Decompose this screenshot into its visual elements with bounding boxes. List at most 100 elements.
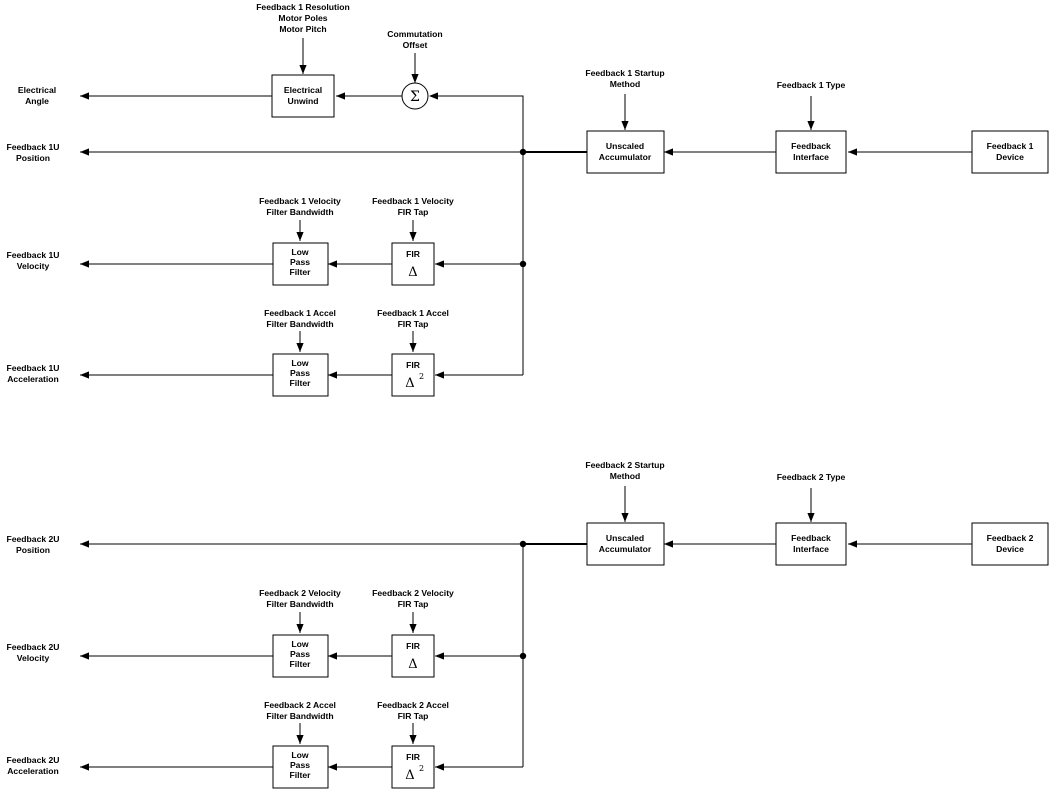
fb2-accel-lpf-label: Low (291, 750, 308, 760)
fb2-vel-bandwidth-label: Feedback 2 Velocity (259, 588, 341, 598)
fb1-accel-delta-symbol: Δ (405, 376, 414, 391)
fb1-accel-delta-squared: 2 (419, 372, 424, 381)
fb1-acceleration-label: Acceleration (7, 374, 59, 384)
fb1-acceleration-label: Feedback 1U (6, 363, 59, 373)
fb1-type-arrowhead (807, 121, 815, 130)
fb2-vel-fir-label: Feedback 2 Velocity (372, 588, 454, 598)
fb1-device-box (971, 130, 1049, 174)
fb2-device-box (971, 522, 1049, 566)
fb2-accel-lpf-box (272, 745, 329, 789)
fb1-accel-output-arrowhead (80, 371, 89, 379)
fb1-position-label: Feedback 1U (6, 142, 59, 152)
fb1-velocity-delta-symbol: Δ (408, 265, 417, 280)
fb2-accel-delta-squared: 2 (419, 764, 424, 773)
fb2-acc-bandwidth-label: Feedback 2 Accel (264, 700, 336, 710)
fb2-acc-fir-label: Feedback 2 Accel (377, 700, 449, 710)
fb1-velocity-fir-label: FIR (406, 249, 421, 259)
fb1-accel-fir-box (391, 353, 435, 397)
fb2-vel-bandwidth-arrowhead (296, 624, 304, 633)
fb2-accel-lpf-label: Pass (290, 760, 310, 770)
fb2-velocity-lpf-label: Low (291, 639, 308, 649)
fb1-velocity-lpf-label: Low (291, 247, 308, 257)
fb2-velocity-delta-symbol: Δ (408, 657, 417, 672)
fb1-acc-bandwidth-label: Filter Bandwidth (266, 319, 333, 329)
fb1-startup-label: Method (610, 79, 641, 89)
fb1-velocity-lpf-label: Filter (289, 267, 311, 277)
fb2-velocity-fir-box (391, 634, 435, 678)
fb1-device-label: Feedback 1 (987, 141, 1034, 151)
fb2-vel-fir-arrowhead (409, 624, 417, 633)
fb1-unwind-params-arrowhead (299, 65, 307, 74)
fb2-device-label: Feedback 2 (987, 533, 1034, 543)
fb2-velocity-fir-label: FIR (406, 641, 421, 651)
fb2-type-label: Feedback 2 Type (777, 472, 846, 482)
fb1-acc-bandwidth-label: Feedback 1 Accel (264, 308, 336, 318)
fb1-sum-input-arrowhead (429, 92, 438, 100)
signal-wires (80, 38, 972, 771)
fb1-electrical-unwind-box (271, 74, 335, 118)
fb1-velocity-lpf-label: Pass (290, 257, 310, 267)
fb1-vel-bandwidth-arrowhead (296, 232, 304, 241)
fb1-accumulator-label: Accumulator (599, 152, 652, 162)
fb2-accumulator-input-arrowhead (664, 540, 673, 548)
fb2-velocity-output-arrowhead (80, 652, 89, 660)
fb1-accel-lpf-label: Pass (290, 368, 310, 378)
fb1-startup-label: Feedback 1 Startup (585, 68, 664, 78)
fb2-position-label: Position (16, 545, 50, 555)
fb1-position-output-arrowhead (80, 148, 89, 156)
fb1-velocity-output-arrowhead (80, 260, 89, 268)
fb1-velocity-fir-box (391, 242, 435, 286)
fb1-type-label: Feedback 1 Type (777, 80, 846, 90)
fb2-position-label: Feedback 2U (6, 534, 59, 544)
fb1-sum-symbol: Σ (410, 89, 420, 105)
fb1-acc-bandwidth-arrowhead (296, 343, 304, 352)
diagram-blocks (271, 74, 1049, 789)
fb2-startup-label: Method (610, 471, 641, 481)
fb1-accel-lpf-box (272, 353, 329, 397)
fb2-startup-label: Feedback 2 Startup (585, 460, 664, 470)
fb1-position-label: Position (16, 153, 50, 163)
fb2-accel-lpf-input-arrowhead (328, 763, 337, 771)
fb2-acceleration-label: Acceleration (7, 766, 59, 776)
fb1-interface-label: Feedback (791, 141, 831, 151)
fb1-accel-lpf-label: Low (291, 358, 308, 368)
fb1-interface-label: Interface (793, 152, 829, 162)
fb1-unwind-params-label: Motor Poles (278, 13, 327, 23)
fb2-device-label: Device (996, 544, 1024, 554)
fb1-commutation-arrowhead (411, 74, 419, 83)
fb1-acc-fir-label: Feedback 1 Accel (377, 308, 449, 318)
fb2-vel-fir-label: FIR Tap (398, 599, 429, 609)
fb2-velocity-lpf-label: Pass (290, 649, 310, 659)
fb2-velocity-lpf-label: Filter (289, 659, 311, 669)
fb2-accel-fir-input-arrowhead (435, 763, 444, 771)
fb2-acc-fir-label: FIR Tap (398, 711, 429, 721)
fb1-accel-lpf-input-arrowhead (328, 371, 337, 379)
fb2-velocity-lpf-input-arrowhead (328, 652, 337, 660)
fb1-unwind-input-arrowhead (336, 92, 345, 100)
fb1-accel-fir-label: FIR (406, 360, 421, 370)
fb2-velocity-fir-input-arrowhead (435, 652, 444, 660)
fb1-accel-lpf-label: Filter (289, 378, 311, 388)
fb2-accel-delta-symbol: Δ (405, 768, 414, 783)
fb1-velocity-fir-input-arrowhead (435, 260, 444, 268)
fb1-summing-junction (401, 82, 429, 110)
fb1-commutation-label: Offset (403, 40, 428, 50)
fb1-acc-fir-arrowhead (409, 343, 417, 352)
fb2-type-arrowhead (807, 513, 815, 522)
fb1-electrical-unwind-label: Unwind (287, 96, 318, 106)
fb1-interface-input-arrowhead (848, 148, 857, 156)
fb2-interface-input-arrowhead (848, 540, 857, 548)
fb2-accumulator-label: Unscaled (606, 533, 644, 543)
fb2-accel-output-arrowhead (80, 763, 89, 771)
fb2-accumulator-box (586, 522, 665, 566)
fb1-vel-fir-arrowhead (409, 232, 417, 241)
fb1-commutation-label: Commutation (387, 29, 442, 39)
fb1-velocity-lpf-box (272, 242, 329, 286)
fb1-accumulator-input-arrowhead (664, 148, 673, 156)
fb2-accel-lpf-label: Filter (289, 770, 311, 780)
fb2-vel-bandwidth-label: Filter Bandwidth (266, 599, 333, 609)
fb1-angle-output-arrowhead (80, 92, 89, 100)
fb1-bus-to-sum-wire (430, 95, 524, 152)
fb1-unwind-params-label: Feedback 1 Resolution (256, 2, 350, 12)
